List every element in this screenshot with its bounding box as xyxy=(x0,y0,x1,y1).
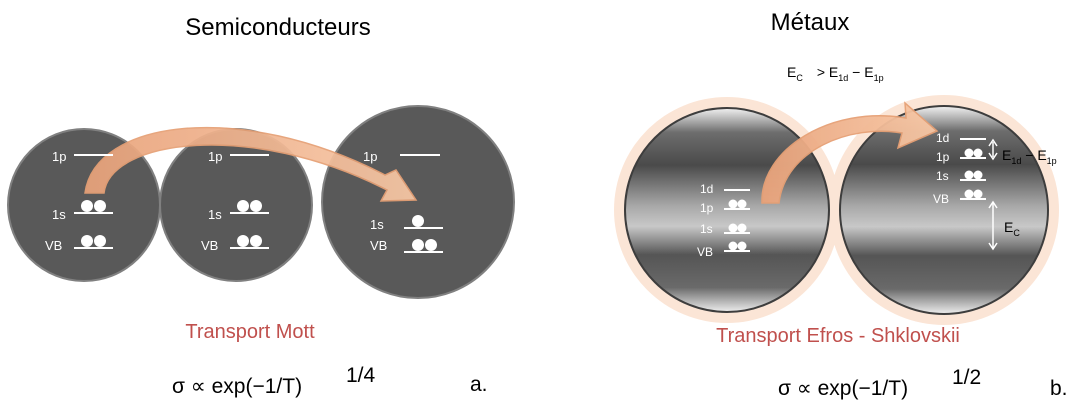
panel-tag-b: b. xyxy=(1050,377,1068,400)
gap-arrow-head-down xyxy=(988,152,998,161)
electron xyxy=(973,189,983,199)
quantum-dot-3 xyxy=(321,105,515,299)
ec-label: EC xyxy=(1004,219,1020,238)
right-formula: σ ∝ exp(−1/T) 1/2 xyxy=(778,366,981,400)
level-label: 1p xyxy=(208,149,222,164)
dot1-levels: 1p 1s VB xyxy=(45,149,113,253)
level-label: 1d xyxy=(936,131,949,145)
electron xyxy=(412,215,424,227)
level-label: 1s xyxy=(936,169,949,183)
electron xyxy=(412,239,424,251)
electron xyxy=(973,148,983,158)
gap-label: E1d − E1p xyxy=(1002,147,1057,166)
level-label: 1p xyxy=(52,149,66,164)
electron xyxy=(94,200,106,212)
ec-text: EC xyxy=(1004,219,1020,238)
dot2-levels: 1p 1s VB xyxy=(201,149,269,253)
hopping-condition: EC> E1d − E1p xyxy=(787,64,884,83)
electron xyxy=(964,189,974,199)
metal-dot1-levels: 1d 1p 1s VB xyxy=(697,182,750,259)
level-label: 1s xyxy=(700,222,713,236)
level-label: 1s xyxy=(208,207,222,222)
level-label: VB xyxy=(697,245,713,259)
level-label: 1p xyxy=(363,149,377,164)
level-label: VB xyxy=(45,238,62,253)
level-label: VB xyxy=(201,238,218,253)
condition-text: EC> E1d − E1p xyxy=(787,64,884,83)
electron xyxy=(250,235,262,247)
left-title: Semiconducteurs xyxy=(185,14,370,41)
level-label: 1p xyxy=(936,150,950,164)
electron xyxy=(81,200,93,212)
electron xyxy=(973,170,983,180)
electron xyxy=(728,223,738,233)
level-label: 1p xyxy=(700,201,714,215)
level-label: VB xyxy=(370,238,387,253)
electron xyxy=(81,235,93,247)
hopping-arrow xyxy=(84,126,418,202)
metal-dot-2 xyxy=(839,105,1049,315)
hopping-arrow xyxy=(761,101,939,204)
electron xyxy=(728,199,738,209)
right-title: Métaux xyxy=(771,9,850,36)
electron xyxy=(728,241,738,251)
panel-tag-a: a. xyxy=(470,373,488,396)
electron xyxy=(250,200,262,212)
gap-text: E1d − E1p xyxy=(1002,147,1057,166)
left-transport-label: Transport Mott xyxy=(185,321,315,343)
electron xyxy=(94,235,106,247)
level-label: 1s xyxy=(370,217,384,232)
formula-base: σ ∝ exp(−1/T) xyxy=(778,377,908,400)
electron xyxy=(964,170,974,180)
formula-exponent: 1/2 xyxy=(952,366,981,389)
electron xyxy=(237,200,249,212)
left-formula: σ ∝ exp(−1/T) 1/4 xyxy=(172,364,376,398)
formula-base: σ ∝ exp(−1/T) xyxy=(172,375,302,398)
level-label: 1d xyxy=(700,182,713,196)
electron xyxy=(737,199,747,209)
right-transport-label: Transport Efros - Shklovskii xyxy=(716,325,960,347)
electron xyxy=(425,239,437,251)
level-label: VB xyxy=(933,192,949,206)
gap-arrow-head-up xyxy=(988,138,998,147)
electron xyxy=(237,235,249,247)
electron xyxy=(737,241,747,251)
formula-exponent: 1/4 xyxy=(346,364,376,387)
electron xyxy=(737,223,747,233)
level-label: 1s xyxy=(52,207,66,222)
dot3-levels: 1p 1s VB xyxy=(363,149,443,253)
electron xyxy=(964,148,974,158)
charging-arrow-head-up xyxy=(988,200,998,209)
metal-dot2-levels: 1d 1p 1s VB xyxy=(933,131,998,251)
charging-arrow-head-down xyxy=(988,242,998,251)
